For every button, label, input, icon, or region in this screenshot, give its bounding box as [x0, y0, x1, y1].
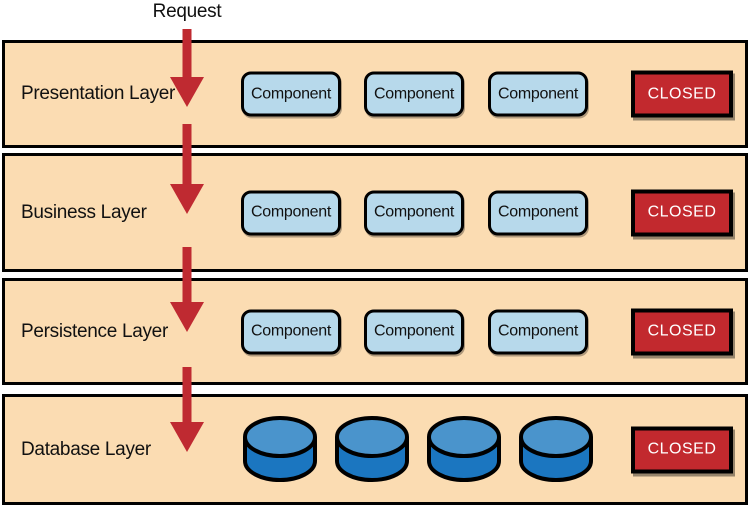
layer-label-presentation: Presentation Layer [21, 83, 176, 104]
component-box: Component [241, 309, 341, 354]
component-box: Component [364, 190, 464, 235]
component-box: Component [241, 71, 341, 117]
closed-badge: CLOSED [631, 189, 733, 236]
request-label: Request [152, 1, 222, 22]
down-arrow-icon [170, 247, 204, 332]
closed-badge: CLOSED [631, 426, 733, 473]
database-cylinder-icon [334, 415, 410, 485]
layer-band-database: Database Layer CLOSED [2, 394, 748, 505]
component-box: Component [488, 190, 588, 235]
database-cylinder-icon [518, 415, 594, 485]
component-box: Component [364, 309, 464, 354]
closed-badge: CLOSED [631, 308, 733, 355]
layer-label-persistence: Persistence Layer [21, 320, 168, 342]
component-box: Component [364, 71, 464, 117]
closed-badge: CLOSED [631, 70, 733, 118]
layer-band-business: Business Layer Component Component Compo… [2, 153, 748, 272]
database-cylinder-icon [242, 415, 318, 485]
layer-band-persistence: Persistence Layer Component Component Co… [2, 278, 748, 385]
layer-band-presentation: Presentation Layer Component Component C… [2, 40, 748, 148]
down-arrow-icon [170, 124, 204, 214]
down-arrow-icon [170, 29, 204, 107]
database-cylinder-icon [426, 415, 502, 485]
layer-label-database: Database Layer [21, 438, 151, 460]
component-box: Component [241, 190, 341, 235]
component-box: Component [488, 309, 588, 354]
component-box: Component [488, 71, 588, 117]
layer-label-business: Business Layer [21, 201, 147, 223]
down-arrow-icon [170, 367, 204, 452]
